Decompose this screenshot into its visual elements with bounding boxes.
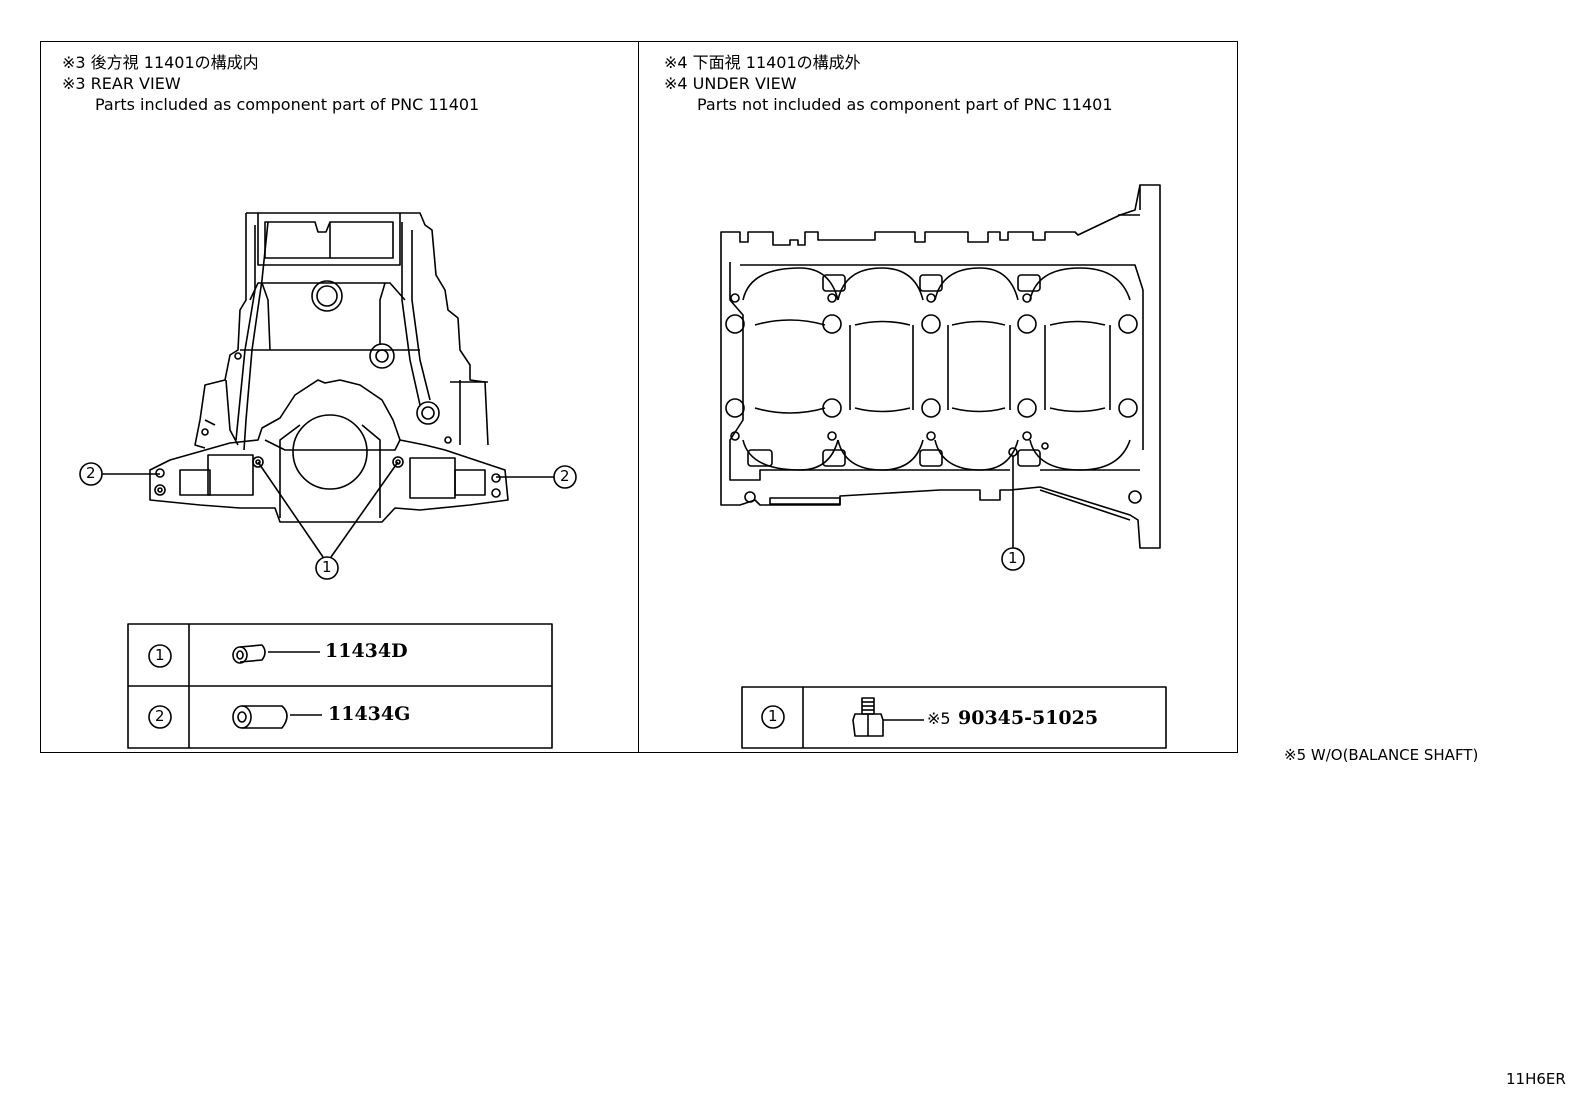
legend-ref-1: 1 (155, 646, 165, 664)
rear-view-engine-block (149, 212, 509, 523)
rear-view-callouts (79, 461, 577, 580)
rear-view-title-en: ※3 REAR VIEW (62, 74, 181, 93)
part-prefix-note-5: ※5 (927, 709, 951, 728)
rear-callout-2-right: 2 (560, 467, 570, 485)
rear-view-subtitle: Parts included as component part of PNC … (95, 95, 480, 114)
rear-callout-2-left: 2 (86, 464, 96, 482)
under-callout-1: 1 (1008, 549, 1018, 567)
part-number-11434d: 11434D (325, 640, 408, 662)
under-view-panel (638, 41, 1238, 753)
part-number-90345-51025: 90345-51025 (958, 707, 1099, 729)
rear-view-title-jp: ※3 後方視 11401の構成内 (62, 53, 259, 72)
under-view-title-jp: ※4 下面視 11401の構成外 (664, 53, 861, 72)
part-number-11434g: 11434G (328, 703, 411, 725)
footnote: ※5 W/O(BALANCE SHAFT) (1284, 746, 1479, 764)
under-view-callouts (1001, 456, 1025, 571)
legend-ref-2: 2 (155, 707, 165, 725)
rear-view-header: ※3 後方視 11401の構成内 ※3 REAR VIEW Parts incl… (62, 52, 479, 115)
under-view-title-en: ※4 UNDER VIEW (664, 74, 797, 93)
under-legend-ref-1: 1 (768, 707, 778, 725)
under-view-header: ※4 下面視 11401の構成外 ※4 UNDER VIEW Parts not… (664, 52, 1113, 115)
under-view-legend-table (741, 686, 1167, 749)
under-view-subtitle: Parts not included as component part of … (697, 95, 1113, 114)
rear-callout-1: 1 (322, 558, 332, 576)
diagram-code: 11H6ER (1506, 1070, 1566, 1088)
under-view-engine-block (720, 184, 1161, 549)
rear-view-legend-table (127, 623, 553, 749)
